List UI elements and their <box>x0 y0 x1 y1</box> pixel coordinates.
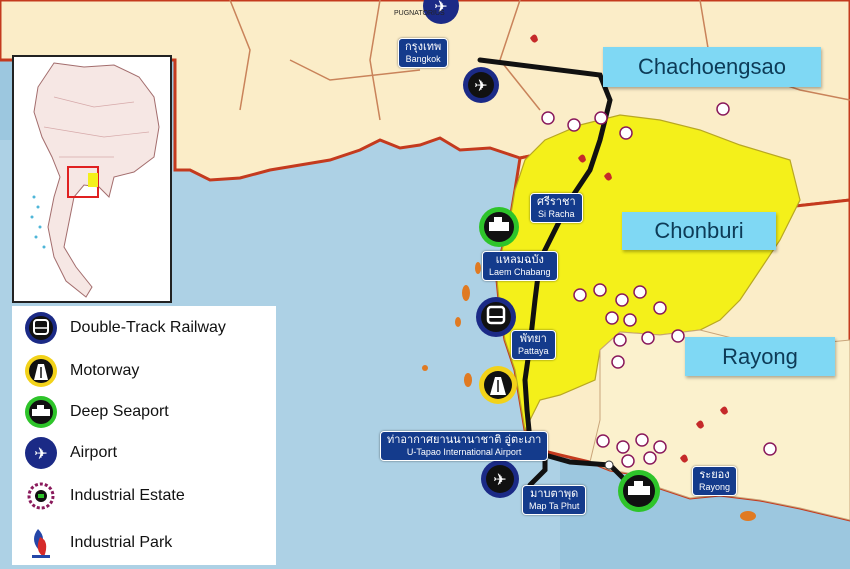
railway-icon <box>12 310 70 346</box>
legend-item-seaport: Deep Seaport <box>12 394 169 430</box>
city-name-en: Bangkok <box>405 54 441 64</box>
province-line <box>289 59 421 81</box>
legend-label: Airport <box>70 444 118 461</box>
airport-icon: ✈ <box>12 435 70 471</box>
legend-item-industrial-park: Industrial Park <box>12 525 172 561</box>
city-tag-si-racha: ศรีราชา Si Racha <box>530 193 583 223</box>
city-name-th: กรุงเทพ <box>405 41 442 53</box>
city-tag-pattaya: พัทยา Pattaya <box>511 330 556 360</box>
industrial-park-icon <box>12 525 70 561</box>
seaport-icon-map-ta-phut <box>618 470 660 512</box>
legend-label: Deep Seaport <box>70 403 169 420</box>
legend-label: Motorway <box>70 362 140 379</box>
industrial-estate-icon <box>12 478 70 514</box>
svg-text:✈: ✈ <box>434 0 447 16</box>
motorway-icon <box>12 353 70 389</box>
city-name-en: Pattaya <box>518 346 549 356</box>
locator-inset-map <box>12 55 172 303</box>
rail-node <box>604 460 614 470</box>
small-place-label: PUGNATORIUS <box>394 10 445 17</box>
city-name-en: U-Tapao International Airport <box>406 447 522 457</box>
inset-islands <box>30 195 46 249</box>
airport-icon-bangkok: ✈ <box>463 67 499 103</box>
industrial-parks <box>530 34 728 463</box>
city-name-th: มาบตาพุด <box>530 488 579 500</box>
city-name-th: พัทยา <box>519 333 547 345</box>
airport-icon-utapao: ✈ <box>481 460 519 498</box>
city-tag-map-ta-phut: มาบตาพุด Map Ta Phut <box>522 485 587 515</box>
seaport-icon-laem-chabang <box>479 207 519 247</box>
island <box>462 285 470 301</box>
svg-text:✈: ✈ <box>493 470 506 489</box>
legend-label: Industrial Park <box>70 534 173 551</box>
city-name-en: Laem Chabang <box>489 267 551 277</box>
svg-text:✈: ✈ <box>34 444 47 463</box>
city-name-en: Si Racha <box>538 209 575 219</box>
inset-svg <box>14 57 170 301</box>
city-tag-laem-chabang: แหลมฉบัง Laem Chabang <box>482 251 558 281</box>
island <box>422 365 428 371</box>
legend-label: Double-Track Railway <box>70 319 226 336</box>
railway-icon-pattaya <box>476 297 516 337</box>
legend-label: Industrial Estate <box>70 487 185 504</box>
island <box>464 373 472 387</box>
city-name-th: ท่าอากาศยานนานาชาติ อู่ตะเภา <box>387 434 542 446</box>
inset-highlight-region <box>88 173 98 187</box>
island <box>455 317 461 327</box>
island <box>740 511 756 521</box>
city-tag-utapao: ท่าอากาศยานนานาชาติ อู่ตะเภา U-Tapao Int… <box>380 431 549 461</box>
seaport-icon <box>12 394 70 430</box>
svg-text:✈: ✈ <box>474 76 487 95</box>
legend: Double-Track Railway Motorway Deep Seapo… <box>12 306 276 565</box>
island <box>475 262 481 274</box>
province-line <box>229 0 251 111</box>
province-line <box>369 0 381 121</box>
city-name-th: แหลมฉบัง <box>495 254 544 266</box>
industrial-estates <box>541 102 777 468</box>
legend-item-industrial-estate: Industrial Estate <box>12 478 185 514</box>
province-label-chonburi: Chonburi <box>622 212 776 250</box>
city-tag-bangkok: กรุงเทพ Bangkok <box>398 38 449 68</box>
airport-icon-bangkok-north: ✈ <box>423 0 459 24</box>
legend-item-airport: ✈ Airport <box>12 435 117 471</box>
legend-item-railway: Double-Track Railway <box>12 310 226 346</box>
province-label-rayong: Rayong <box>685 337 835 376</box>
city-name-en: Map Ta Phut <box>529 501 580 511</box>
inset-province-lines <box>43 96 150 158</box>
railway-branch <box>544 452 637 492</box>
motorway-icon-map <box>479 366 517 404</box>
legend-item-motorway: Motorway <box>12 353 139 389</box>
city-name-th: ระยอง <box>699 469 730 481</box>
city-name-en: Rayong <box>699 482 731 492</box>
city-name-th: ศรีราชา <box>537 196 576 208</box>
city-tag-rayong: ระยอง Rayong <box>692 466 738 496</box>
province-label-chachoengsao: Chachoengsao <box>603 47 821 87</box>
